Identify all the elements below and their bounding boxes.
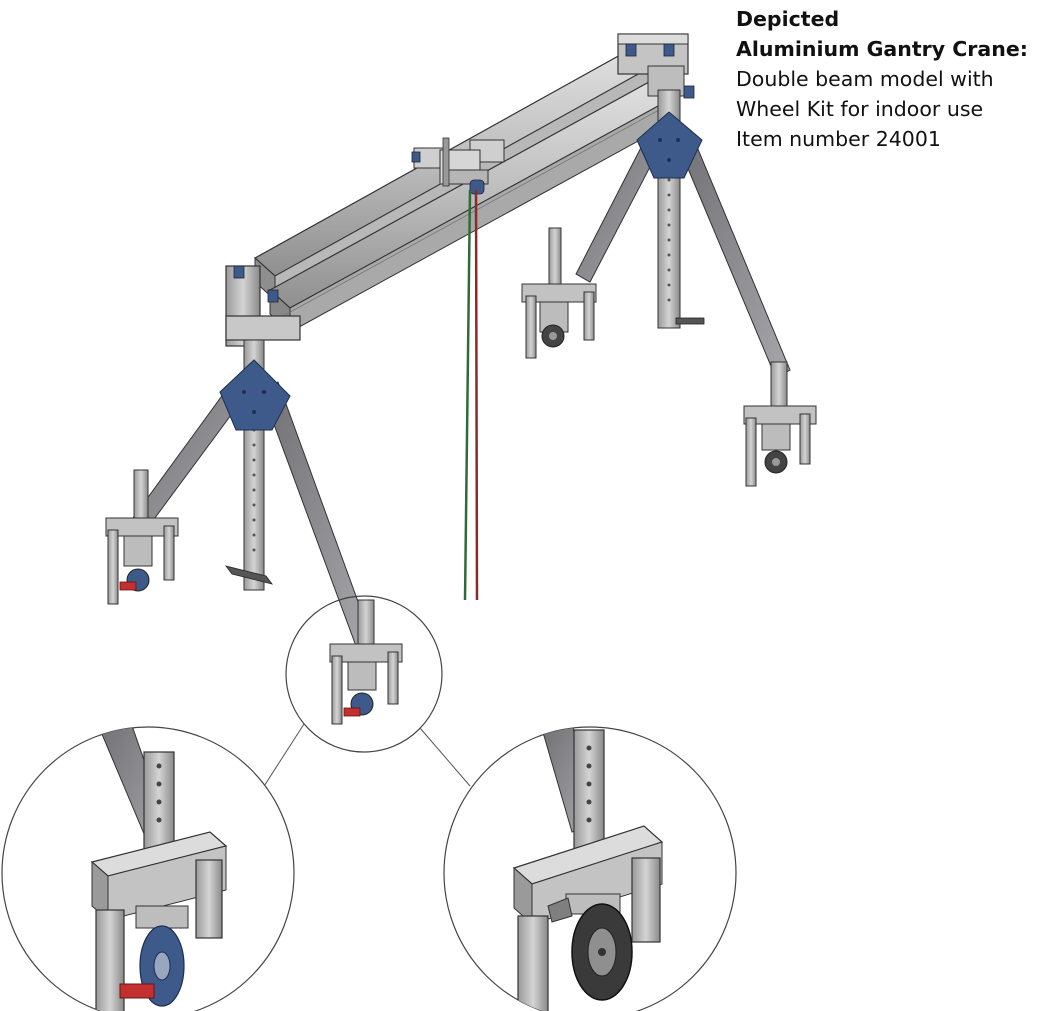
caption-label-depicted: Depicted: [736, 7, 840, 31]
caption-item-number: Item number 24001: [736, 127, 941, 151]
caption-kit-description: Wheel Kit for indoor use: [736, 97, 984, 121]
trolley: [411, 137, 505, 195]
double-beam: [253, 43, 682, 334]
caption-model-description: Double beam model with: [736, 67, 994, 91]
right-end-block: [617, 33, 695, 99]
left-a-frame: [105, 265, 403, 725]
hoist-chains: [463, 189, 479, 601]
right-a-frame: [521, 89, 817, 487]
caption-product-name: Aluminium Gantry Crane:: [736, 37, 1028, 61]
braked-caster-detail: [1, 726, 295, 1011]
wheel-unit-left: [105, 469, 179, 605]
pneumatic-wheel-detail: [443, 726, 737, 1011]
wheel-unit-back-left: [521, 227, 597, 359]
product-caption: Depicted Aluminium Gantry Crane: Double …: [736, 4, 1042, 154]
wheel-unit-front-right: [743, 361, 817, 487]
wheel-unit-front: [329, 599, 403, 725]
